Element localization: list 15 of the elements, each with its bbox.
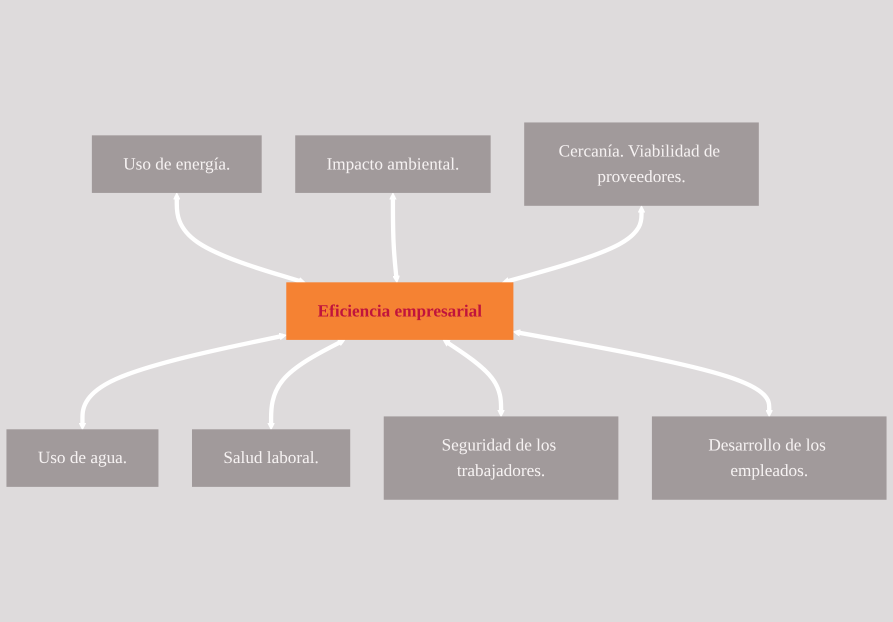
node-box: Eficiencia empresarial — [286, 282, 514, 340]
arrow — [78, 332, 287, 430]
node-box: Seguridad de los trabajadores. — [384, 416, 618, 500]
node-box: Uso de agua. — [6, 429, 158, 487]
arrow — [442, 339, 505, 418]
arrow — [512, 329, 773, 418]
node-box: Uso de energía. — [92, 135, 262, 193]
node-box: Salud laboral. — [192, 429, 350, 487]
node-box: Desarrollo de los empleados. — [652, 416, 887, 500]
arrow — [267, 339, 346, 430]
node-box: Cercanía. Viabilidad de proveedores. — [524, 122, 759, 206]
node-box: Impacto ambiental. — [295, 135, 491, 193]
arrow — [173, 192, 306, 284]
arrow — [502, 205, 646, 284]
arrow — [389, 192, 400, 283]
